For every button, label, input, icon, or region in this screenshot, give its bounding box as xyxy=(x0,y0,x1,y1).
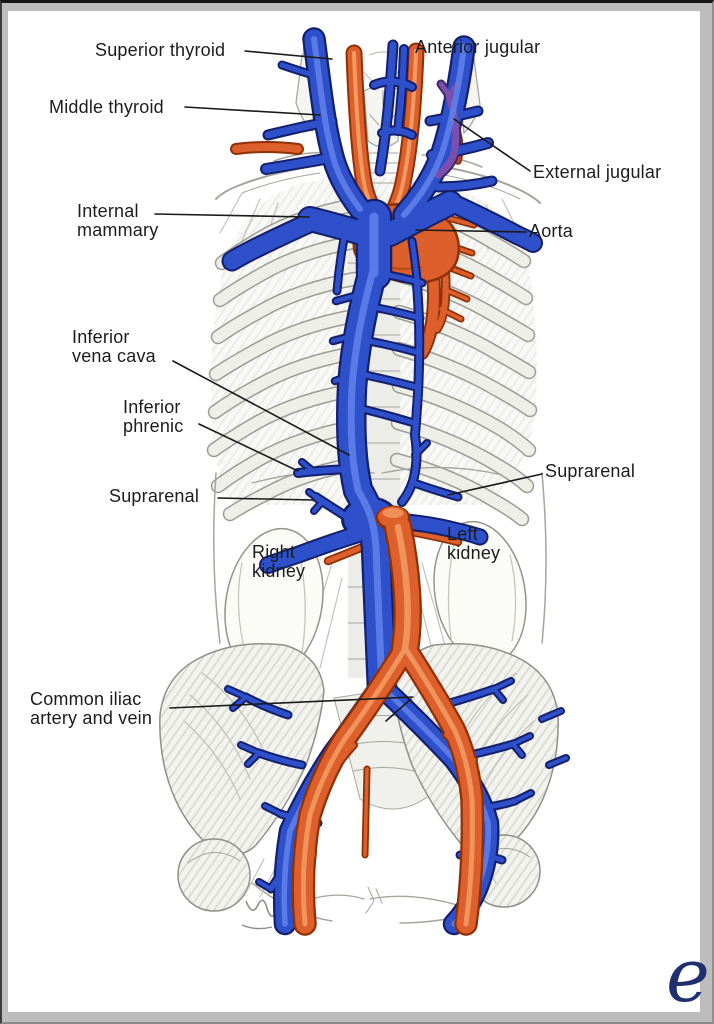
kidney-left-sketch xyxy=(433,520,527,666)
label-aorta: Aorta xyxy=(529,221,574,241)
artist-initial-watermark: e xyxy=(666,933,710,1019)
leader-middle-thyroid xyxy=(184,106,321,116)
leader-inferior-phrenic xyxy=(198,423,299,472)
label-middle-thyroid: Middle thyroid xyxy=(49,97,164,117)
leader-aorta xyxy=(415,229,527,233)
label-external-jugular: External jugular xyxy=(533,162,662,182)
leader-inferior-vena-cava xyxy=(172,360,350,456)
leader-external-jugular xyxy=(453,118,531,172)
label-suprarenal-left: Suprarenal xyxy=(109,486,200,506)
label-inferior-phrenic: Inferior phrenic xyxy=(123,397,184,436)
arteries-front xyxy=(302,505,474,925)
leader-internal-mammary xyxy=(154,213,310,218)
label-suprarenal-right: Suprarenal xyxy=(545,461,636,481)
label-common-iliac: Common iliac artery and vein xyxy=(30,689,153,728)
label-superior-thyroid: Superior thyroid xyxy=(95,40,226,60)
leader-lines xyxy=(154,50,543,722)
leader-suprarenal-right xyxy=(447,473,543,496)
leader-common-iliac-fork xyxy=(385,698,412,722)
label-internal-mammary: Internal mammary xyxy=(77,201,159,240)
leader-common-iliac xyxy=(169,696,414,709)
label-left-kidney: Left kidney xyxy=(447,524,501,563)
label-right-kidney: Right kidney xyxy=(252,542,306,581)
label-inferior-vena-cava: Inferior vena cava xyxy=(72,327,156,366)
anatomy-illustration xyxy=(154,3,714,1024)
leader-suprarenal-left xyxy=(217,497,315,501)
leader-superior-thyroid xyxy=(244,50,333,60)
ribs-right xyxy=(389,193,538,527)
label-anterior-jugular: Anterior jugular xyxy=(415,37,541,57)
